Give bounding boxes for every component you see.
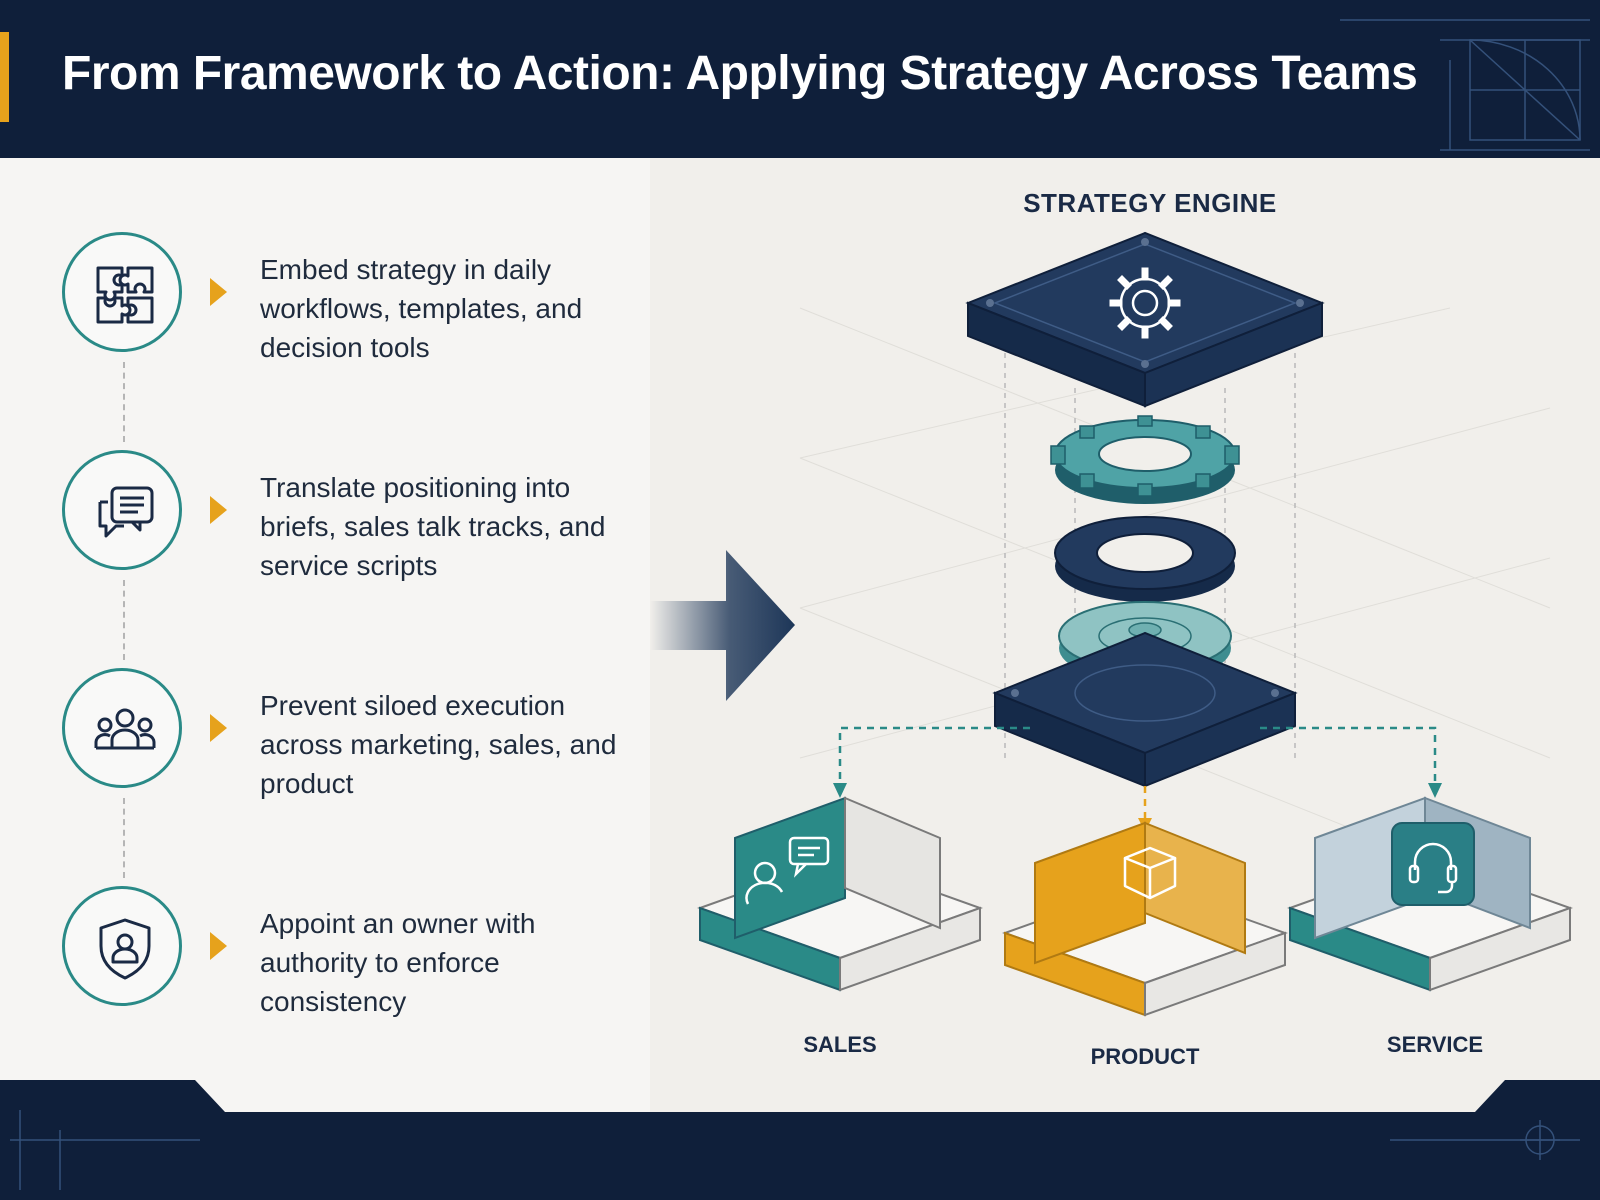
engine-base-plate [992, 631, 1298, 788]
product-module [1002, 821, 1288, 1017]
gear-icon [1109, 267, 1181, 339]
step-arrow-icon [210, 278, 227, 306]
step-item: Embed strategy in daily workflows, templ… [0, 232, 650, 363]
shield-user-icon [99, 918, 151, 980]
step-icon-circle [62, 450, 182, 570]
step-arrow-icon [210, 496, 227, 524]
step-connector [123, 580, 125, 660]
step-arrow-icon [210, 714, 227, 742]
sales-module [697, 796, 983, 992]
step-text: Translate positioning into briefs, sales… [260, 472, 606, 581]
title-accent-bar [0, 32, 9, 122]
step-text: Appoint an owner with authority to enfor… [260, 908, 536, 1017]
service-module [1287, 796, 1573, 992]
step-item: Prevent siloed execution across marketin… [0, 668, 650, 799]
headset-icon [1408, 842, 1458, 894]
step-item: Appoint an owner with authority to enfor… [0, 886, 650, 1017]
team-label-sales: SALES [803, 1032, 877, 1057]
step-icon-circle [62, 232, 182, 352]
page-title: From Framework to Action: Applying Strat… [62, 47, 1418, 100]
puzzle-icon [96, 266, 154, 324]
team-connectors [838, 726, 1437, 818]
step-connector [123, 362, 125, 442]
engine-gear-layer [1050, 415, 1240, 504]
header: From Framework to Action: Applying Strat… [0, 0, 1600, 158]
chat-bubbles-icon [98, 486, 154, 538]
team-label-service: SERVICE [1386, 1032, 1484, 1057]
arrow-down-icon [833, 783, 847, 798]
arrow-down-icon [1428, 783, 1442, 798]
strategy-engine-diagram [650, 231, 1573, 1017]
step-icon-circle [62, 668, 182, 788]
step-text: Prevent siloed execution across marketin… [260, 690, 617, 799]
step-item: Translate positioning into briefs, sales… [0, 450, 650, 581]
blueprint-footer-decoration [0, 1080, 1600, 1200]
engine-label: STRATEGY ENGINE [1023, 188, 1277, 218]
flow-arrow-icon [650, 550, 795, 701]
sales-chat-icon [745, 836, 830, 905]
engine-top-plate [965, 231, 1325, 408]
engine-ring-layer [1054, 516, 1236, 602]
team-icon [94, 708, 156, 750]
blueprint-corner-decoration [1340, 19, 1590, 151]
step-connector [123, 798, 125, 878]
step-icon-circle [62, 886, 182, 1006]
box-icon [1123, 846, 1177, 900]
step-arrow-icon [210, 932, 227, 960]
team-label-product: PRODUCT [1090, 1044, 1200, 1069]
step-text: Embed strategy in daily workflows, templ… [260, 254, 583, 363]
